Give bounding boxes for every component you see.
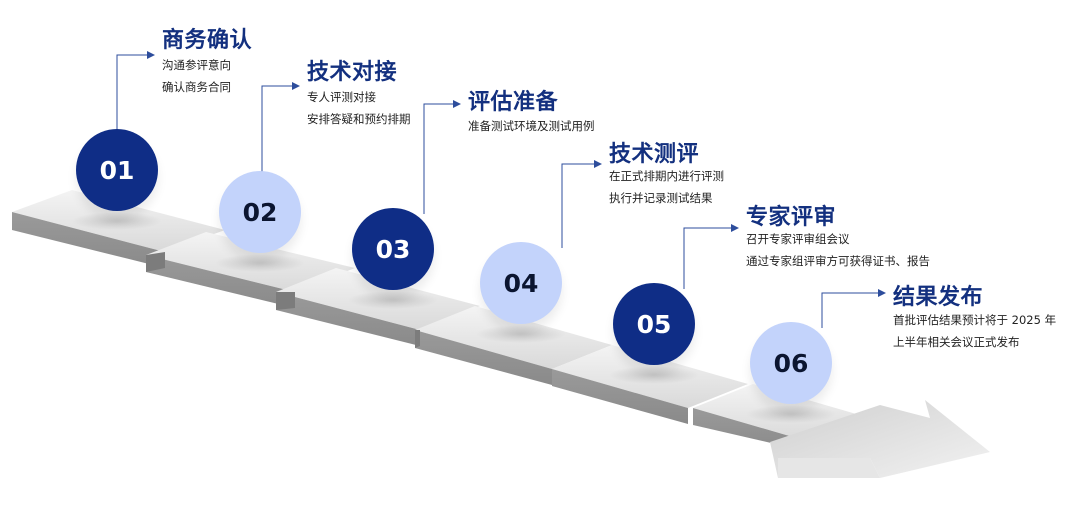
step-circle-1: 01 xyxy=(76,129,158,211)
step-title-6: 结果发布 xyxy=(893,285,984,310)
step-number-6: 06 xyxy=(773,348,809,378)
step-circle-2: 02 xyxy=(219,171,301,253)
step-description-line: 确认商务合同 xyxy=(162,80,231,94)
step-circle-4: 04 xyxy=(480,242,562,324)
circle-shadow-3 xyxy=(348,291,438,309)
step-description-4: 在正式排期内进行评测执行并记录测试结果 xyxy=(609,165,724,209)
step-circle-5: 05 xyxy=(613,283,695,365)
step-title-4: 技术测评 xyxy=(609,142,700,167)
step-number-3: 03 xyxy=(375,234,411,264)
connector-arrow-6 xyxy=(821,289,886,328)
step-description-line: 执行并记录测试结果 xyxy=(609,191,713,205)
step-number-4: 04 xyxy=(503,268,539,298)
step-number-5: 05 xyxy=(636,309,672,339)
step-description-line: 安排答疑和预约排期 xyxy=(307,112,411,126)
circle-shadow-2 xyxy=(215,254,305,272)
step-description-line: 沟通参评意向 xyxy=(162,58,231,72)
step-description-line: 首批评估结果预计将于 2025 年 xyxy=(893,313,1057,327)
step-description-line: 在正式排期内进行评测 xyxy=(609,169,724,183)
step-circle-3: 03 xyxy=(352,208,434,290)
connector-arrow-1 xyxy=(116,51,155,135)
circle-shadow-5 xyxy=(609,366,699,384)
step-description-line: 准备测试环境及测试用例 xyxy=(468,119,595,133)
step-number-1: 01 xyxy=(99,155,135,185)
step-number-2: 02 xyxy=(242,197,278,227)
step-description-1: 沟通参评意向确认商务合同 xyxy=(162,54,231,98)
step-title-2: 技术对接 xyxy=(307,60,398,85)
step-description-line: 召开专家评审组会议 xyxy=(746,232,850,246)
circle-shadow-4 xyxy=(476,325,566,343)
connector-arrow-2 xyxy=(261,82,300,177)
circle-shadow-6 xyxy=(746,405,836,423)
step-title-5: 专家评审 xyxy=(746,205,837,230)
step-description-line: 上半年相关会议正式发布 xyxy=(893,335,1020,349)
step-circle-6: 06 xyxy=(750,322,832,404)
step-description-line: 通过专家组评审方可获得证书、报告 xyxy=(746,254,930,268)
step-description-line: 专人评测对接 xyxy=(307,90,376,104)
step-description-5: 召开专家评审组会议通过专家组评审方可获得证书、报告 xyxy=(746,228,930,272)
final-arrow xyxy=(770,400,990,478)
step-title-3: 评估准备 xyxy=(468,90,559,115)
circle-shadow-1 xyxy=(72,212,162,230)
connector-arrow-3 xyxy=(423,100,461,214)
connector-arrow-4 xyxy=(561,160,602,248)
connector-arrow-5 xyxy=(683,224,739,289)
step-description-6: 首批评估结果预计将于 2025 年上半年相关会议正式发布 xyxy=(893,309,1056,353)
step-title-1: 商务确认 xyxy=(162,28,253,53)
step-description-2: 专人评测对接安排答疑和预约排期 xyxy=(307,86,411,130)
step-description-3: 准备测试环境及测试用例 xyxy=(468,115,595,137)
